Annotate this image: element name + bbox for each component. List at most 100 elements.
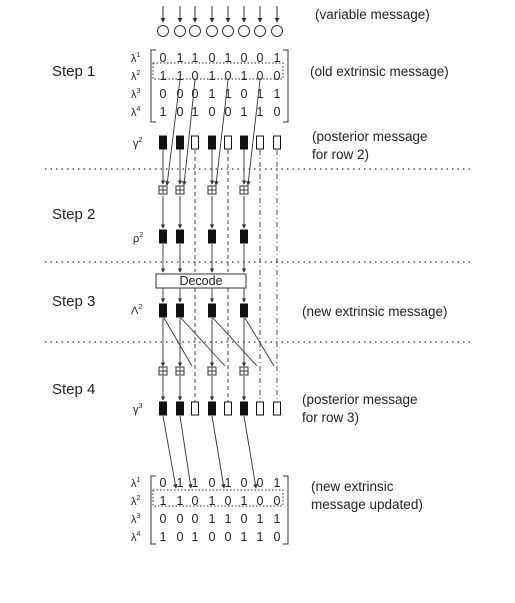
matrix-bit: 0 [192, 494, 199, 508]
new-extrinsic-updated-note-line2: message updated) [311, 497, 423, 512]
boxplus-row-step2 [158, 185, 249, 195]
row-symbol: γ3 [133, 403, 143, 416]
matrix-bit: 1 [241, 69, 248, 83]
old-extrinsic-note: (old extrinsic message) [310, 64, 449, 79]
matrix-bit: 0 [160, 87, 167, 101]
filled-message-block [176, 401, 184, 416]
matrix-bit: 1 [274, 476, 281, 490]
matrix-bit: 0 [177, 105, 184, 119]
matrix-bit: 0 [257, 69, 264, 83]
step-2-label: Step 2 [52, 206, 95, 223]
row-symbol: γ2 [133, 137, 143, 150]
matrix-bit: 1 [257, 512, 264, 526]
variable-node-circle [222, 25, 234, 37]
matrix-bit: 0 [241, 476, 248, 490]
variable-node-circle [271, 25, 283, 37]
matrix-bit: 0 [274, 494, 281, 508]
gamma3-posterior-blocks [159, 401, 281, 416]
lambda-row-label: λ4 [131, 106, 141, 119]
empty-message-block [224, 135, 232, 150]
variable-message-note: (variable message) [315, 7, 430, 22]
filled-message-block [240, 303, 248, 318]
matrix-bit: 0 [274, 105, 281, 119]
lambda-row-label: λ2 [131, 495, 141, 508]
variable-node-circle [174, 25, 186, 37]
filled-message-block [240, 135, 248, 150]
empty-message-block [273, 135, 281, 150]
matrix-bit: 1 [274, 51, 281, 65]
filled-message-block [176, 229, 184, 244]
matrix-bit: 0 [177, 87, 184, 101]
connection-line [212, 317, 258, 367]
row-symbol: Λ2 [131, 304, 142, 317]
new-extrinsic-updated-note-line1: (new extrinsic [311, 479, 394, 494]
connection-line [246, 79, 261, 186]
variable-node-arrows [160, 6, 280, 23]
connection-line [214, 79, 229, 186]
matrix-bit: 1 [192, 51, 199, 65]
gamma2-label: γ2 [133, 137, 143, 150]
variable-node-circle [157, 25, 169, 37]
gamma3-label: γ3 [133, 403, 143, 416]
empty-message-block [256, 401, 264, 416]
filled-message-block [208, 135, 216, 150]
rho2-label: ρ2 [133, 232, 143, 245]
matrix-bit: 0 [257, 51, 264, 65]
Lambda2-blocks [159, 303, 248, 318]
lambda-row-label: λ1 [131, 477, 141, 490]
connection-line [211, 415, 226, 489]
posterior-row3-note-line1: (posterior message [302, 392, 418, 407]
connection-line [179, 415, 193, 489]
matrix-bit: 0 [225, 530, 232, 544]
connection-line [162, 415, 178, 489]
filled-message-block [208, 229, 216, 244]
row-symbol: ρ2 [133, 232, 143, 245]
matrix-bit: 0 [225, 69, 232, 83]
filled-message-block [176, 135, 184, 150]
matrix-bit: 0 [257, 476, 264, 490]
matrix-bit: 0 [209, 105, 216, 119]
matrix-bit: 1 [257, 105, 264, 119]
empty-message-block [224, 401, 232, 416]
matrix-bit: 1 [177, 69, 184, 83]
filled-message-block [240, 401, 248, 416]
empty-message-block [191, 401, 199, 416]
variable-node-circle [189, 25, 201, 37]
matrix-bit: 0 [241, 51, 248, 65]
matrix-bit: 1 [177, 476, 184, 490]
connection-line [182, 79, 196, 186]
matrix-bit: 1 [209, 87, 216, 101]
filled-message-block [159, 135, 167, 150]
step4-connections [160, 317, 275, 401]
matrix-bit: 1 [225, 51, 232, 65]
matrix-bit: 1 [257, 530, 264, 544]
step3-connections [160, 244, 247, 402]
update-connections [162, 415, 258, 489]
lambda-row-label: λ3 [131, 88, 141, 101]
step-4-label: Step 4 [52, 381, 95, 398]
step2-connections [160, 79, 278, 402]
matrix-bit: 0 [209, 51, 216, 65]
variable-node-circle [206, 25, 218, 37]
connection-line [244, 317, 275, 367]
matrix-bit: 0 [192, 512, 199, 526]
lambda-row-label: λ1 [131, 52, 141, 65]
step-3-label: Step 3 [52, 293, 95, 310]
variable-node-circle [238, 25, 250, 37]
rho2-blocks [159, 229, 248, 244]
lambda-row-label: λ4 [131, 531, 141, 544]
matrix-bit: 0 [225, 494, 232, 508]
connection-line [180, 317, 226, 367]
matrix-bit: 1 [225, 87, 232, 101]
lambda-row-label: λ2 [131, 70, 141, 83]
matrix-bit: 0 [177, 530, 184, 544]
matrix-bit: 0 [209, 476, 216, 490]
matrix-bit: 1 [160, 530, 167, 544]
decode-box [155, 273, 247, 289]
matrix-bit: 0 [160, 476, 167, 490]
matrix-bit: 1 [192, 105, 199, 119]
row2-updated-highlight-box [152, 489, 284, 507]
